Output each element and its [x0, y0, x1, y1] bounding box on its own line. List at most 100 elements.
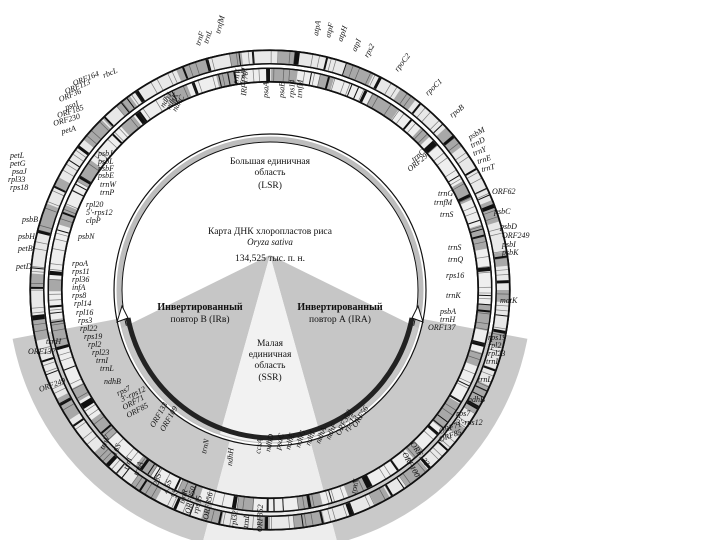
- gene-label: 4.5S: [161, 479, 173, 495]
- irb-label-2: повтор В (IRв): [170, 314, 229, 325]
- gene-label: trnG: [438, 189, 453, 198]
- gene-label: petA: [59, 124, 76, 137]
- gene-label: ndhB: [104, 377, 121, 386]
- gene-label: petB: [17, 244, 33, 253]
- gene-label: trnH: [46, 337, 62, 346]
- inner-wedges: [122, 255, 418, 443]
- gene-label: 23S: [151, 473, 163, 487]
- ira-label-1: Инвертированный: [297, 302, 383, 313]
- gene-label: trnQ: [448, 255, 463, 264]
- gene-label: rpl2: [488, 341, 501, 350]
- ssr-label-4: (SSR): [258, 372, 281, 383]
- gene-label: clpP: [86, 216, 101, 225]
- ira-label-2: повтор А (IRА): [309, 314, 371, 325]
- gene-label: 5'-rps12: [86, 208, 113, 217]
- ring-borders: [29, 49, 511, 531]
- gene-label: rpl2: [88, 340, 101, 349]
- gene-label: trnfM: [434, 198, 454, 207]
- gene-label: trnI: [96, 356, 108, 365]
- gene-label: psbN: [77, 232, 95, 241]
- gene-label: rpl23: [488, 349, 505, 358]
- arrowhead-right-icon: [411, 304, 424, 323]
- gene-label: trnL: [201, 28, 214, 44]
- ir-b-arrow: [125, 317, 271, 441]
- gene-label: petD: [15, 262, 32, 271]
- gene-label: trnM: [237, 66, 249, 85]
- gene-label: rpl20: [86, 200, 103, 209]
- gene-label: trnR: [177, 488, 189, 504]
- gene-label: rpl36: [72, 275, 89, 284]
- gene-label: ndhD: [263, 433, 276, 452]
- gene-label: rpl23: [92, 348, 109, 357]
- gene-label: psbE: [97, 171, 114, 180]
- gene-label: trnL: [100, 364, 114, 373]
- gene-label: rps19: [84, 332, 102, 341]
- gene-label: trnW: [100, 180, 117, 189]
- gene-label: psbK: [501, 248, 519, 257]
- gene-label: trnN: [199, 438, 211, 455]
- gene-label: 3'-rps12: [455, 418, 483, 427]
- gene-label: psbL: [97, 157, 114, 166]
- gene-label: rps19: [488, 333, 506, 342]
- gene-label: psaB: [277, 82, 287, 99]
- gene-label: psaC: [273, 432, 286, 452]
- gene-label: rpl33: [8, 175, 25, 184]
- gene-ticks: [31, 51, 509, 529]
- arrowhead-left-icon: [116, 304, 129, 323]
- gene-label: psbI: [501, 240, 516, 249]
- gene-label: rpl14: [74, 299, 91, 308]
- gene-blocks-black: [31, 51, 509, 529]
- gene-label: trnI: [486, 357, 498, 366]
- gene-label: psbF: [97, 164, 114, 173]
- gene-label: trnN: [349, 478, 361, 495]
- gene-blocks-gray: [31, 51, 509, 529]
- genome-size: 134,525 тыс. п. н.: [235, 254, 305, 264]
- gene-label: psbB: [21, 215, 38, 224]
- gene-label: petL: [9, 151, 25, 160]
- gene-label: psbH: [17, 232, 36, 241]
- gene-label: trnL: [241, 513, 251, 528]
- gene-label: ORF137: [28, 347, 57, 356]
- gene-label: ORF249: [502, 231, 530, 240]
- gene-label: rps14: [287, 80, 297, 99]
- species-name: Oryza sativa: [247, 237, 293, 247]
- gene-label: atpF: [323, 21, 336, 38]
- gene-label: petG: [9, 159, 26, 168]
- gene-label: ndhB: [468, 395, 485, 404]
- lsr-label-1: Большая единичная: [230, 157, 311, 167]
- ssr-label-3: область: [254, 360, 286, 371]
- gene-label: matK: [500, 296, 518, 305]
- irb-label-1: Инвертированный: [157, 302, 243, 313]
- gene-label: ccsA: [253, 438, 265, 455]
- gene-label: psaJ: [11, 167, 27, 176]
- gene-label: ndhH: [225, 446, 236, 466]
- gene-label: psbJ: [97, 149, 113, 158]
- gene-label: rps18: [10, 183, 28, 192]
- gene-label: 5S: [169, 488, 180, 498]
- gene-label: trnE: [476, 153, 492, 166]
- gene-label: trnS: [448, 243, 461, 252]
- gene-label: ORF62: [492, 187, 516, 196]
- ir-a-arrow: [269, 317, 415, 441]
- ssr-label-2: единичная: [249, 350, 292, 360]
- gene-label: trnfM: [295, 78, 305, 98]
- gene-label: rps3: [78, 316, 92, 325]
- lsr-label-3: (LSR): [258, 180, 282, 191]
- gene-label: trnK: [446, 291, 461, 300]
- gene-label: psaA: [261, 82, 271, 99]
- gene-label: trnL: [478, 375, 492, 384]
- gene-label: infA: [72, 283, 85, 292]
- gene-label: ORF352: [255, 504, 265, 532]
- gene-label: rps11: [72, 267, 90, 276]
- gene-label: rps15: [191, 495, 204, 515]
- gene-label: trnT: [480, 162, 496, 174]
- inverted-repeat-arrows: [116, 304, 424, 441]
- gene-label: rpl22: [80, 324, 97, 333]
- gene-label: rpl16: [76, 308, 93, 317]
- gene-label: trnS: [440, 210, 453, 219]
- gene-label: trnF: [193, 30, 206, 46]
- gene-label: ORF137: [428, 323, 457, 332]
- gene-label: psbC: [493, 207, 511, 216]
- center-text: Большая единичная область (LSR) Карта ДН…: [157, 157, 383, 383]
